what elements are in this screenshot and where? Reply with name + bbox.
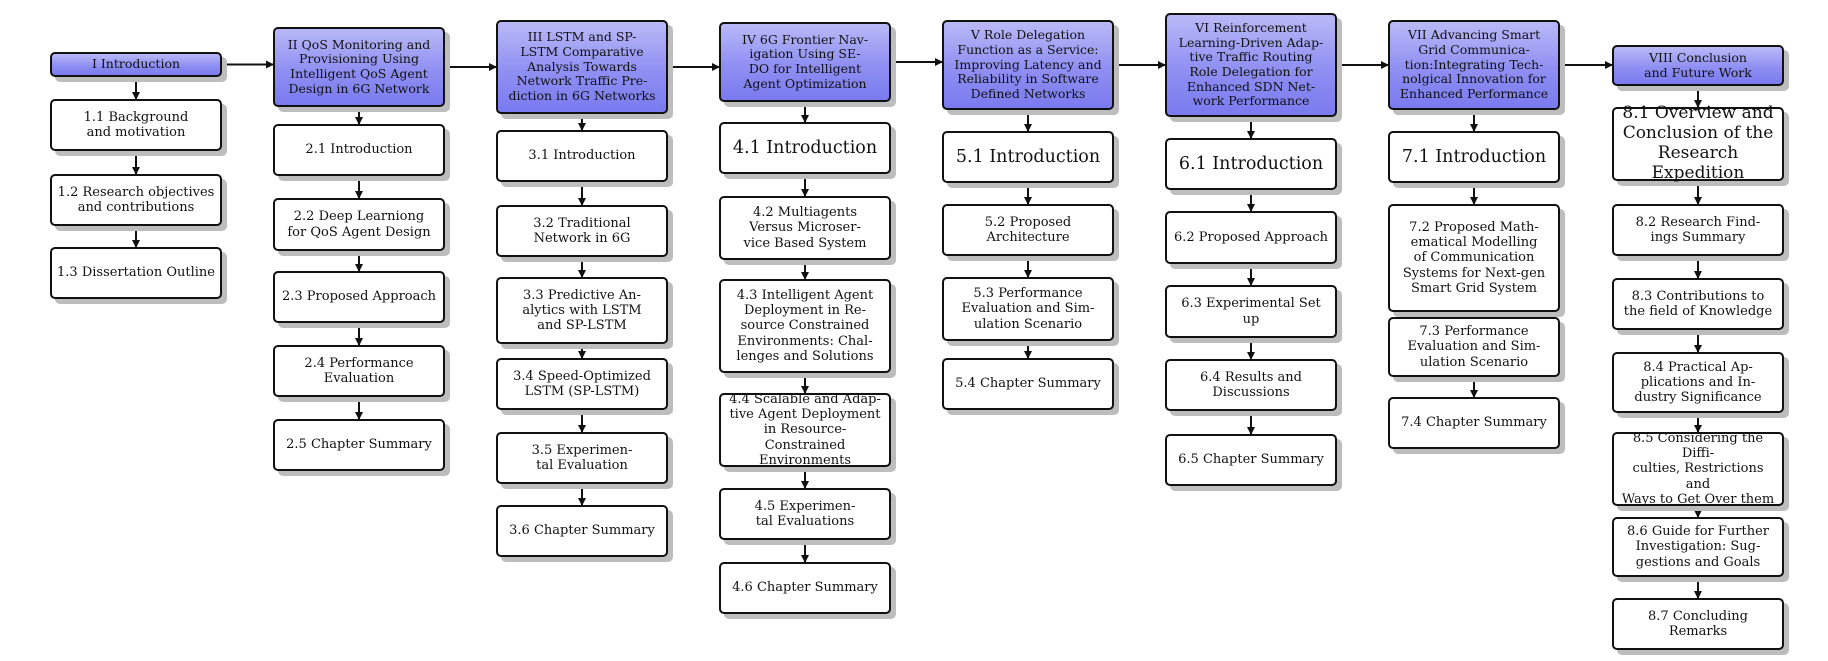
chapter-8-title: VIII Conclusion and Future Work <box>1612 45 1784 86</box>
chapter-3-title-label: III LSTM and SP- LSTM Comparative Analys… <box>508 29 656 103</box>
section-3-6: 3.6 Chapter Summary <box>496 505 668 557</box>
chapter-6-title: VI Reinforcement Learning-Driven Adap- t… <box>1165 13 1337 117</box>
section-8-7-label: 8.7 Concluding Remarks <box>1648 608 1748 639</box>
chapter-6-title-label: VI Reinforcement Learning-Driven Adap- t… <box>1178 20 1324 109</box>
section-5-3-label: 5.3 Performance Evaluation and Sim- ulat… <box>961 286 1095 332</box>
section-5-1-label: 5.1 Introduction <box>955 146 1101 167</box>
section-4-4: 4.4 Scalable and Adap- tive Agent Deploy… <box>719 392 891 468</box>
section-8-6: 8.6 Guide for Further Investigation: Sug… <box>1612 517 1784 577</box>
chapter-3-title: III LSTM and SP- LSTM Comparative Analys… <box>496 20 668 114</box>
section-5-4-label: 5.4 Chapter Summary <box>955 376 1101 392</box>
section-4-4-label: 4.4 Scalable and Adap- tive Agent Deploy… <box>729 392 881 468</box>
section-1-3: 1.3 Dissertation Outline <box>50 247 222 299</box>
section-6-1: 6.1 Introduction <box>1165 138 1337 190</box>
chapter-4-title-label: IV 6G Frontier Nav- igation Using SE- DO… <box>741 31 869 91</box>
section-5-1: 5.1 Introduction <box>942 131 1114 183</box>
chapter-4-title: IV 6G Frontier Nav- igation Using SE- DO… <box>719 22 891 102</box>
section-1-1: 1.1 Background and motivation <box>50 99 222 151</box>
section-5-2-label: 5.2 Proposed Architecture <box>984 214 1072 245</box>
section-2-3-label: 2.3 Proposed Approach <box>281 289 437 305</box>
section-4-2-label: 4.2 Multiagents Versus Microser- vice Ba… <box>743 205 867 251</box>
section-8-5-label: 8.5 Considering the Diffi- culties, Rest… <box>1621 431 1775 507</box>
section-3-1: 3.1 Introduction <box>496 130 668 182</box>
chapter-1-title: I Introduction <box>50 52 222 77</box>
section-5-2: 5.2 Proposed Architecture <box>942 204 1114 256</box>
chapter-7-title-label: VII Advancing Smart Grid Communica- tion… <box>1399 27 1549 101</box>
section-4-1-label: 4.1 Introduction <box>732 137 878 158</box>
section-1-2-label: 1.2 Research objectives and contribution… <box>57 184 215 215</box>
section-1-1-label: 1.1 Background and motivation <box>83 109 189 140</box>
chapter-8-title-label: VIII Conclusion and Future Work <box>1644 49 1752 80</box>
section-7-3-label: 7.3 Performance Evaluation and Sim- ulat… <box>1407 324 1541 370</box>
section-2-2-label: 2.2 Deep Learniong for QoS Agent Design <box>287 209 431 240</box>
section-6-2: 6.2 Proposed Approach <box>1165 211 1337 264</box>
section-3-6-label: 3.6 Chapter Summary <box>509 523 655 539</box>
section-2-1-label: 2.1 Introduction <box>305 142 413 158</box>
section-8-3-label: 8.3 Contributions to the field of Knowle… <box>1623 288 1773 319</box>
section-7-4: 7.4 Chapter Summary <box>1388 397 1560 449</box>
section-3-1-label: 3.1 Introduction <box>528 148 636 164</box>
section-7-1: 7.1 Introduction <box>1388 131 1560 183</box>
section-2-2: 2.2 Deep Learniong for QoS Agent Design <box>273 198 445 251</box>
section-8-1-label: 8.1 Overview and Conclusion of the Resea… <box>1622 103 1774 183</box>
section-2-4: 2.4 Performance Evaluation <box>273 345 445 397</box>
chapter-2-title-label: II QoS Monitoring and Provisioning Using… <box>287 36 431 96</box>
section-3-5: 3.5 Experimen- tal Evaluation <box>496 432 668 484</box>
section-6-5: 6.5 Chapter Summary <box>1165 434 1337 486</box>
section-7-2: 7.2 Proposed Math- ematical Modelling of… <box>1388 204 1560 312</box>
section-3-4: 3.4 Speed-Optimized LSTM (SP-LSTM) <box>496 358 668 410</box>
section-4-2: 4.2 Multiagents Versus Microser- vice Ba… <box>719 196 891 260</box>
section-6-3: 6.3 Experimental Set up <box>1165 285 1337 338</box>
section-4-1: 4.1 Introduction <box>719 122 891 174</box>
section-6-1-label: 6.1 Introduction <box>1178 153 1324 174</box>
section-3-2: 3.2 Traditional Network in 6G <box>496 205 668 257</box>
section-3-3-label: 3.3 Predictive An- alytics with LSTM and… <box>522 287 642 334</box>
section-5-4: 5.4 Chapter Summary <box>942 358 1114 410</box>
section-8-2-label: 8.2 Research Find- ings Summary <box>1635 214 1761 245</box>
section-2-1: 2.1 Introduction <box>273 124 445 176</box>
section-3-5-label: 3.5 Experimen- tal Evaluation <box>531 442 633 473</box>
section-3-4-label: 3.4 Speed-Optimized LSTM (SP-LSTM) <box>513 368 651 399</box>
section-3-3: 3.3 Predictive An- alytics with LSTM and… <box>496 277 668 344</box>
section-6-5-label: 6.5 Chapter Summary <box>1178 452 1324 468</box>
section-8-2: 8.2 Research Find- ings Summary <box>1612 204 1784 256</box>
section-6-4-label: 6.4 Results and Discussions <box>1200 369 1302 400</box>
chapter-1-title-label: I Introduction <box>91 56 181 72</box>
section-4-5: 4.5 Experimen- tal Evaluations <box>719 488 891 540</box>
section-6-3-label: 6.3 Experimental Set up <box>1181 296 1321 327</box>
section-7-1-label: 7.1 Introduction <box>1401 146 1547 167</box>
chapter-7-title: VII Advancing Smart Grid Communica- tion… <box>1388 20 1560 110</box>
section-6-2-label: 6.2 Proposed Approach <box>1173 229 1329 245</box>
section-4-5-label: 4.5 Experimen- tal Evaluations <box>754 498 856 529</box>
section-2-3: 2.3 Proposed Approach <box>273 271 445 323</box>
section-7-2-label: 7.2 Proposed Math- ematical Modelling of… <box>1402 219 1546 296</box>
section-6-4: 6.4 Results and Discussions <box>1165 359 1337 411</box>
chapter-2-title: II QoS Monitoring and Provisioning Using… <box>273 27 445 107</box>
section-2-5: 2.5 Chapter Summary <box>273 419 445 471</box>
section-1-2: 1.2 Research objectives and contribution… <box>50 174 222 226</box>
section-8-5: 8.5 Considering the Diffi- culties, Rest… <box>1612 431 1784 507</box>
section-8-6-label: 8.6 Guide for Further Investigation: Sug… <box>1627 524 1769 570</box>
section-4-3-label: 4.3 Intelligent Agent Deployment in Re- … <box>736 287 874 364</box>
section-8-3: 8.3 Contributions to the field of Knowle… <box>1612 278 1784 330</box>
section-8-7: 8.7 Concluding Remarks <box>1612 598 1784 650</box>
section-3-2-label: 3.2 Traditional Network in 6G <box>533 215 631 246</box>
section-1-3-label: 1.3 Dissertation Outline <box>57 265 215 281</box>
section-7-3: 7.3 Performance Evaluation and Sim- ulat… <box>1388 317 1560 377</box>
section-4-6: 4.6 Chapter Summary <box>719 562 891 614</box>
section-8-1: 8.1 Overview and Conclusion of the Resea… <box>1612 103 1784 183</box>
section-7-4-label: 7.4 Chapter Summary <box>1401 415 1547 431</box>
section-2-4-label: 2.4 Performance Evaluation <box>304 355 414 386</box>
chapter-5-title: V Role Delegation Function as a Service:… <box>942 20 1114 110</box>
section-4-3: 4.3 Intelligent Agent Deployment in Re- … <box>719 279 891 373</box>
section-4-6-label: 4.6 Chapter Summary <box>732 580 878 596</box>
chapter-5-title-label: V Role Delegation Function as a Service:… <box>954 27 1102 101</box>
section-2-5-label: 2.5 Chapter Summary <box>286 437 432 453</box>
section-8-4-label: 8.4 Practical Ap- plications and In- dus… <box>1634 359 1762 406</box>
section-5-3: 5.3 Performance Evaluation and Sim- ulat… <box>942 277 1114 341</box>
section-8-4: 8.4 Practical Ap- plications and In- dus… <box>1612 352 1784 413</box>
